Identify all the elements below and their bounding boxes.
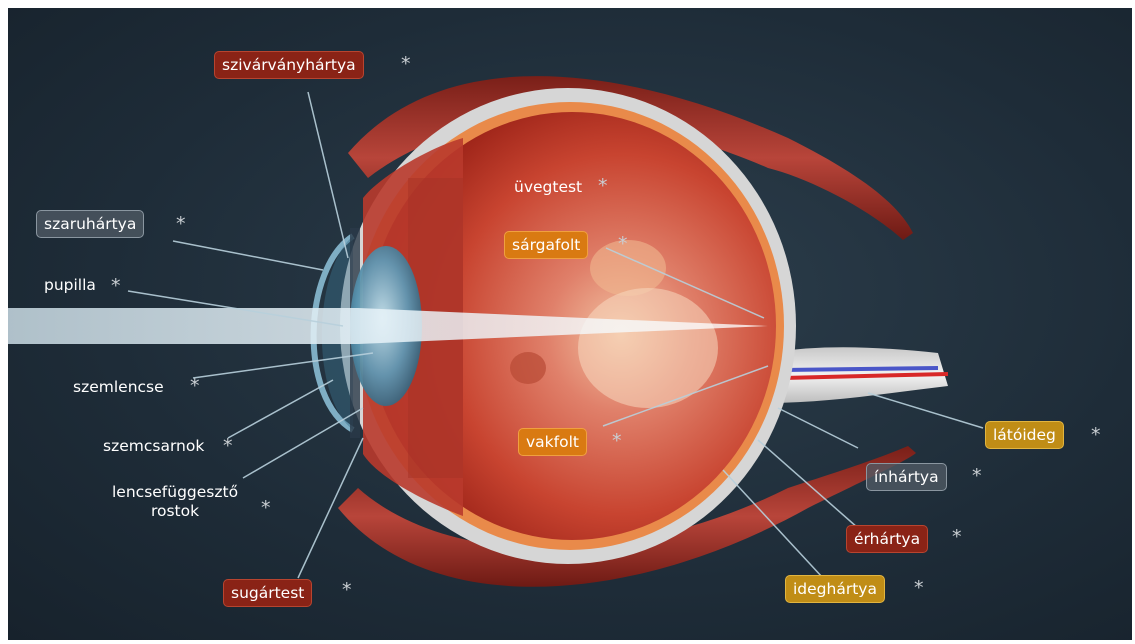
label-ideghartya[interactable]: ideghártya [785, 575, 885, 603]
star-szemcsarnok[interactable]: * [223, 436, 233, 456]
label-vakfolt[interactable]: vakfolt [518, 428, 587, 456]
star-latoideg[interactable]: * [1091, 425, 1101, 445]
star-szemlencse[interactable]: * [190, 376, 200, 396]
leader-szemcsarnok [228, 380, 333, 438]
star-ideghartya[interactable]: * [914, 578, 924, 598]
label-latoideg[interactable]: látóideg [985, 421, 1064, 449]
leader-szivarvanyhartya [308, 92, 348, 258]
star-lencsefuggeszto[interactable]: * [261, 498, 271, 518]
star-pupilla[interactable]: * [111, 276, 121, 296]
diagram-canvas: szivárványhártya * szaruhártya * pupilla… [8, 8, 1132, 640]
dark-spot [510, 352, 546, 384]
star-inhartya[interactable]: * [972, 466, 982, 486]
star-uvegtest[interactable]: * [598, 176, 608, 196]
label-szemlencse[interactable]: szemlencse [73, 376, 164, 398]
label-lencsefuggeszto-line1: lencsefüggesztő [112, 483, 238, 502]
leader-lencsefuggeszto [243, 408, 363, 478]
label-lencsefuggeszto[interactable]: lencsefüggesztő rostok [112, 483, 238, 521]
star-vakfolt[interactable]: * [612, 431, 622, 451]
star-sargafolt[interactable]: * [618, 234, 628, 254]
star-szaruhartya[interactable]: * [176, 214, 186, 234]
label-szivarvanyhartya[interactable]: szivárványhártya [214, 51, 364, 79]
leader-inhartya [778, 408, 858, 448]
leader-szaruhartya [173, 241, 323, 270]
label-pupilla[interactable]: pupilla [44, 274, 96, 296]
label-sugartest[interactable]: sugártest [223, 579, 312, 607]
label-erhartya[interactable]: érhártya [846, 525, 928, 553]
label-inhartya[interactable]: ínhártya [866, 463, 947, 491]
label-sargafolt[interactable]: sárgafolt [504, 231, 588, 259]
star-szivarvanyhartya[interactable]: * [401, 54, 411, 74]
eye-illustration [8, 8, 1132, 640]
leader-latoideg [868, 393, 983, 428]
label-szemcsarnok[interactable]: szemcsarnok [103, 435, 204, 457]
star-erhartya[interactable]: * [952, 527, 962, 547]
nerve-vessel-blue [783, 368, 938, 370]
label-szaruhartya[interactable]: szaruhártya [36, 210, 144, 238]
macula-spot [590, 240, 666, 296]
label-lencsefuggeszto-line2: rostok [112, 502, 238, 521]
bright-spot [578, 288, 718, 408]
star-sugartest[interactable]: * [342, 580, 352, 600]
label-uvegtest[interactable]: üvegtest [514, 176, 582, 198]
